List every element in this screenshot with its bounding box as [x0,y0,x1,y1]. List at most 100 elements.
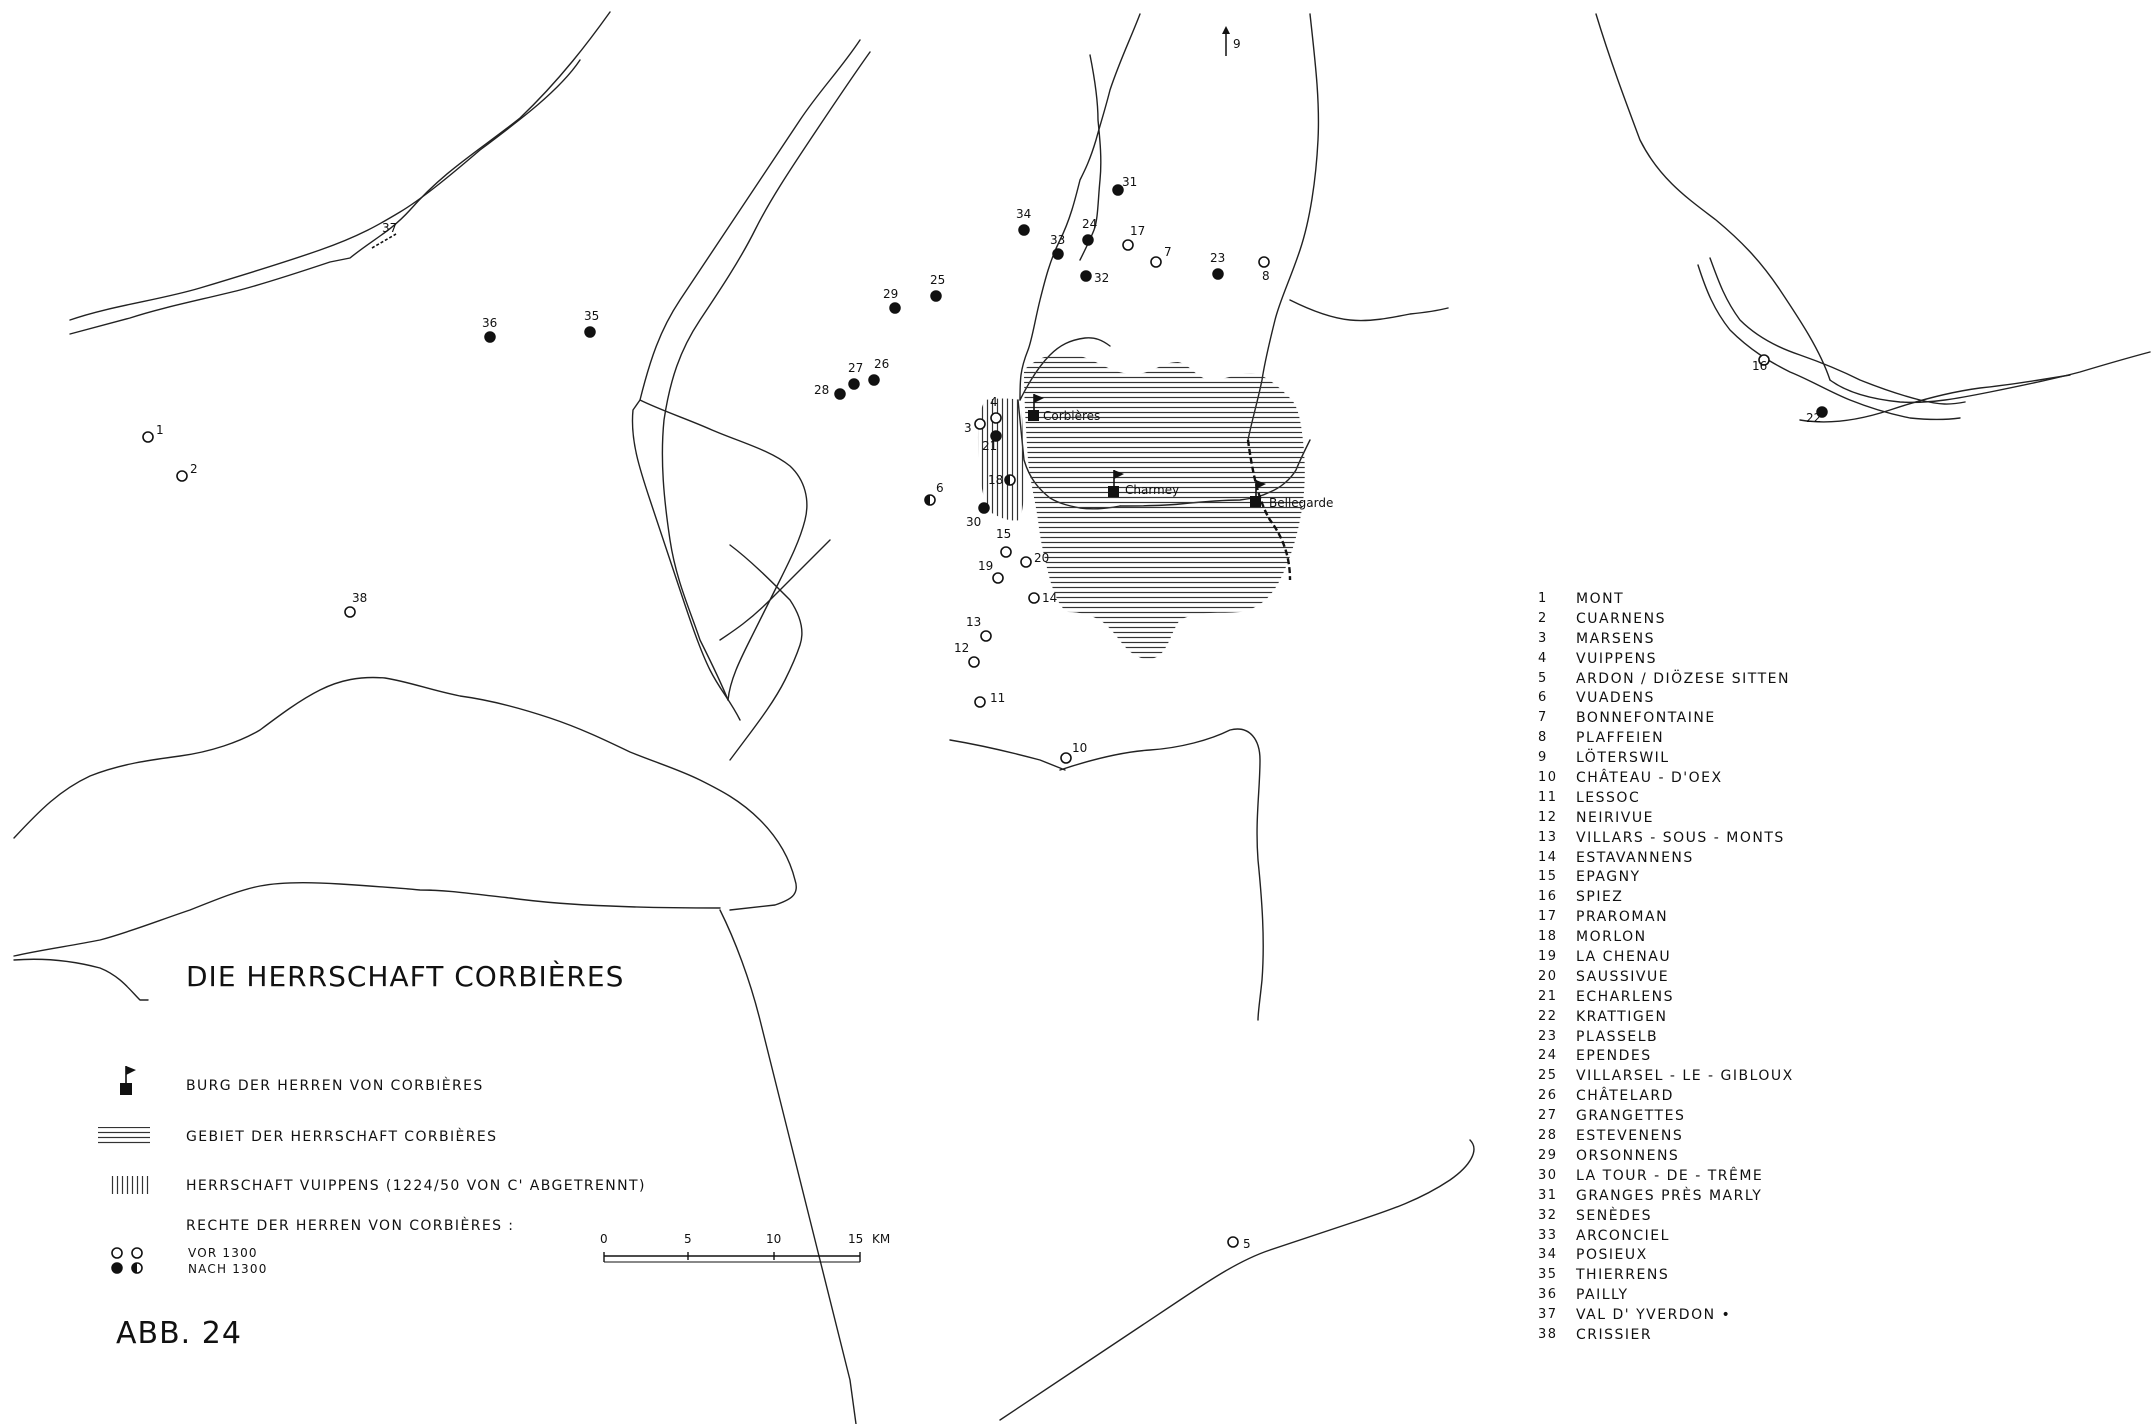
place-name: LÖTERSWIL [1576,750,1670,767]
saane-upper-valley [1059,728,1264,1021]
legend-rights-heading: RECHTE DER HERREN VON CORBIÈRES : [186,1218,515,1234]
place-marker-label: 32 [1094,271,1109,285]
place-dot [968,656,980,668]
place-marker-2: 2 [176,462,198,482]
place-marker-31: 31 [1112,175,1137,196]
place-marker-33: 33 [1050,233,1065,260]
place-dot [992,572,1004,584]
place-name: KRATTIGEN [1576,1008,1668,1025]
place-name: ORSONNENS [1576,1147,1680,1164]
place-marker-21: 21 [982,430,1002,453]
scale-bar [603,1252,861,1263]
place-marker-29: 29 [883,287,901,314]
scale-unit: KM [872,1232,891,1246]
castle-label-corbieres: Corbières [1043,409,1100,423]
place-dot [584,326,596,338]
place-number: 10 [1538,770,1558,786]
place-name: PAILLY [1576,1287,1629,1304]
place-dot [1122,239,1134,251]
place-marker-label: 13 [966,615,981,629]
scale-tick-5: 5 [684,1232,692,1246]
place-name: LA TOUR - DE - TRÊME [1576,1167,1764,1184]
place-number: 35 [1538,1267,1558,1283]
figure-label: ABB. 24 [116,1316,242,1351]
place-dot [344,606,356,618]
place-dot [1758,354,1770,366]
place-number: 19 [1538,949,1558,965]
place-list-item: 11 LESSOC [1538,790,1794,810]
place-dot [1000,546,1012,558]
place-marker-20: 20 [1020,551,1049,568]
lake-geneva-south [13,881,721,957]
place-number: 11 [1538,789,1558,805]
place-dot [990,430,1002,442]
place-marker-label: 26 [874,357,889,371]
legend-vuippens-label: HERRSCHAFT VUIPPENS (1224/50 VON C' ABGE… [186,1178,646,1194]
place-dot [930,290,942,302]
place-name: EPENDES [1576,1048,1652,1065]
place-list-item: 24 EPENDES [1538,1048,1794,1068]
legend-territory-swatch [98,1127,150,1145]
rhone-valley-north [719,909,857,1424]
place-name: GRANGES PRÈS MARLY [1576,1187,1763,1204]
place-list-item: 36 PAILLY [1538,1287,1794,1307]
place-number: 14 [1538,849,1558,865]
legend-territory-label: GEBIET DER HERRSCHAFT CORBIÈRES [186,1129,498,1145]
place-dot [176,470,188,482]
legend-castle-icon [120,1066,136,1095]
map-title: DIE HERRSCHAFT CORBIÈRES [186,960,625,993]
place-marker-12: 12 [954,641,980,668]
castle-label-charmey: Charmey [1125,483,1179,497]
lake-thun-north [1595,13,1831,381]
place-marker-label: 38 [352,591,367,605]
place-number: 7 [1538,710,1548,726]
place-name: LESSOC [1576,789,1641,806]
rhone-valley-south [999,1139,1475,1421]
place-number: 5 [1538,670,1548,686]
place-dot [1082,234,1094,246]
place-list-item: 9 LÖTERSWIL [1538,750,1794,770]
place-number: 9 [1538,750,1548,766]
place-number: 28 [1538,1128,1558,1144]
lake-thun-south [1799,374,2071,423]
place-number: 16 [1538,889,1558,905]
place-marker-19: 19 [978,559,1004,584]
castle-charmey: Charmey [1108,470,1179,497]
place-name: SENÈDES [1576,1207,1653,1224]
lake-thun-shore-b [1697,264,1961,421]
place-number: 33 [1538,1227,1558,1243]
place-dot [1227,1236,1239,1248]
place-number: 36 [1538,1287,1558,1303]
place-number: 13 [1538,829,1558,845]
place-marker-14: 14 [1028,591,1057,605]
place-number: 31 [1538,1187,1558,1203]
place-number: 24 [1538,1048,1558,1064]
place-marker-35: 35 [584,309,599,338]
place-list-item: 31 GRANGES PRÈS MARLY [1538,1188,1794,1208]
place-number: 38 [1538,1326,1558,1342]
place-number: 22 [1538,1008,1558,1024]
place-name: PLAFFEIEN [1576,730,1665,747]
scale-tick-10: 10 [766,1232,782,1246]
saane-chateau-doex [949,739,1066,771]
place-name: VAL D' YVERDON • [1576,1307,1732,1324]
place-marker-label: 27 [848,361,863,375]
place-marker-13: 13 [966,615,992,642]
place-marker-label: 16 [1752,359,1767,373]
place-number: 29 [1538,1147,1558,1163]
lake-geneva-north [13,676,797,911]
place-marker-label: 21 [982,439,997,453]
place-marker-16: 16 [1752,354,1770,373]
castle-label-bellegarde: Bellegarde [1269,496,1333,510]
